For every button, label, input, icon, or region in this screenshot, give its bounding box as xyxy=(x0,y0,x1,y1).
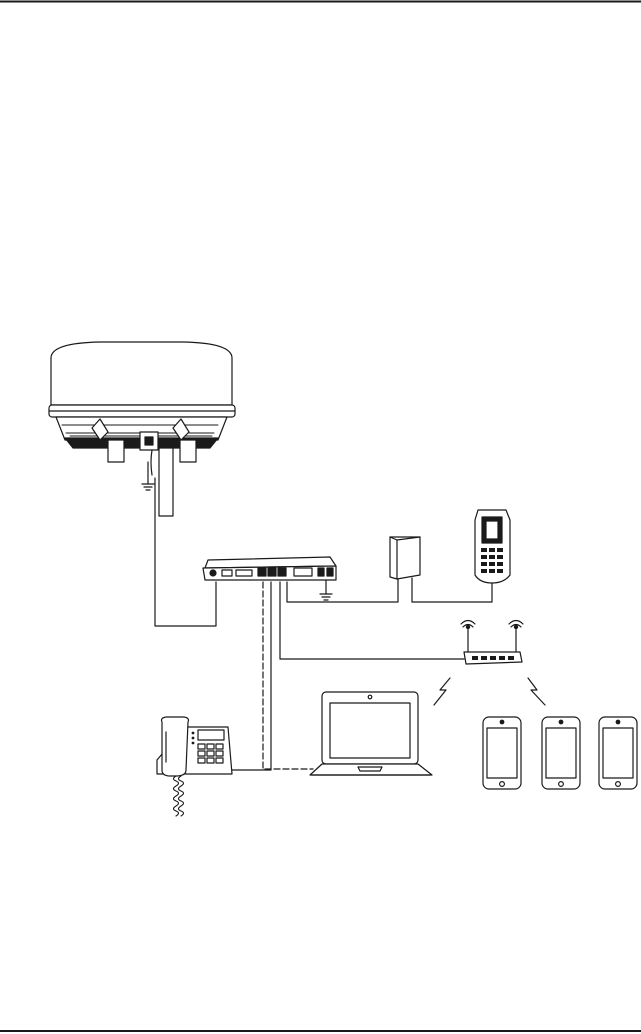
wireless-signal-icon xyxy=(434,678,450,705)
wireless-signal-icon xyxy=(528,678,545,705)
smartphone-icon xyxy=(599,717,637,789)
cordless-handset-icon xyxy=(475,510,510,583)
below-deck-unit-icon xyxy=(203,557,336,580)
cable-terminal-router xyxy=(280,582,464,659)
satellite-antenna-icon xyxy=(49,342,235,516)
smartphone-icon xyxy=(483,717,521,789)
laptop-icon xyxy=(310,692,432,775)
phone-adapter-box-icon xyxy=(390,537,420,579)
cable-terminal-deskphone xyxy=(228,582,271,770)
cable-adapter-handset xyxy=(412,578,492,602)
terminal-ground-icon xyxy=(320,580,332,600)
desk-phone-icon xyxy=(157,717,232,816)
cable-terminal-adapter xyxy=(287,578,398,602)
antenna-ground-icon xyxy=(142,462,154,490)
smartphone-icon xyxy=(542,717,580,789)
wireless-router-icon xyxy=(461,621,523,665)
